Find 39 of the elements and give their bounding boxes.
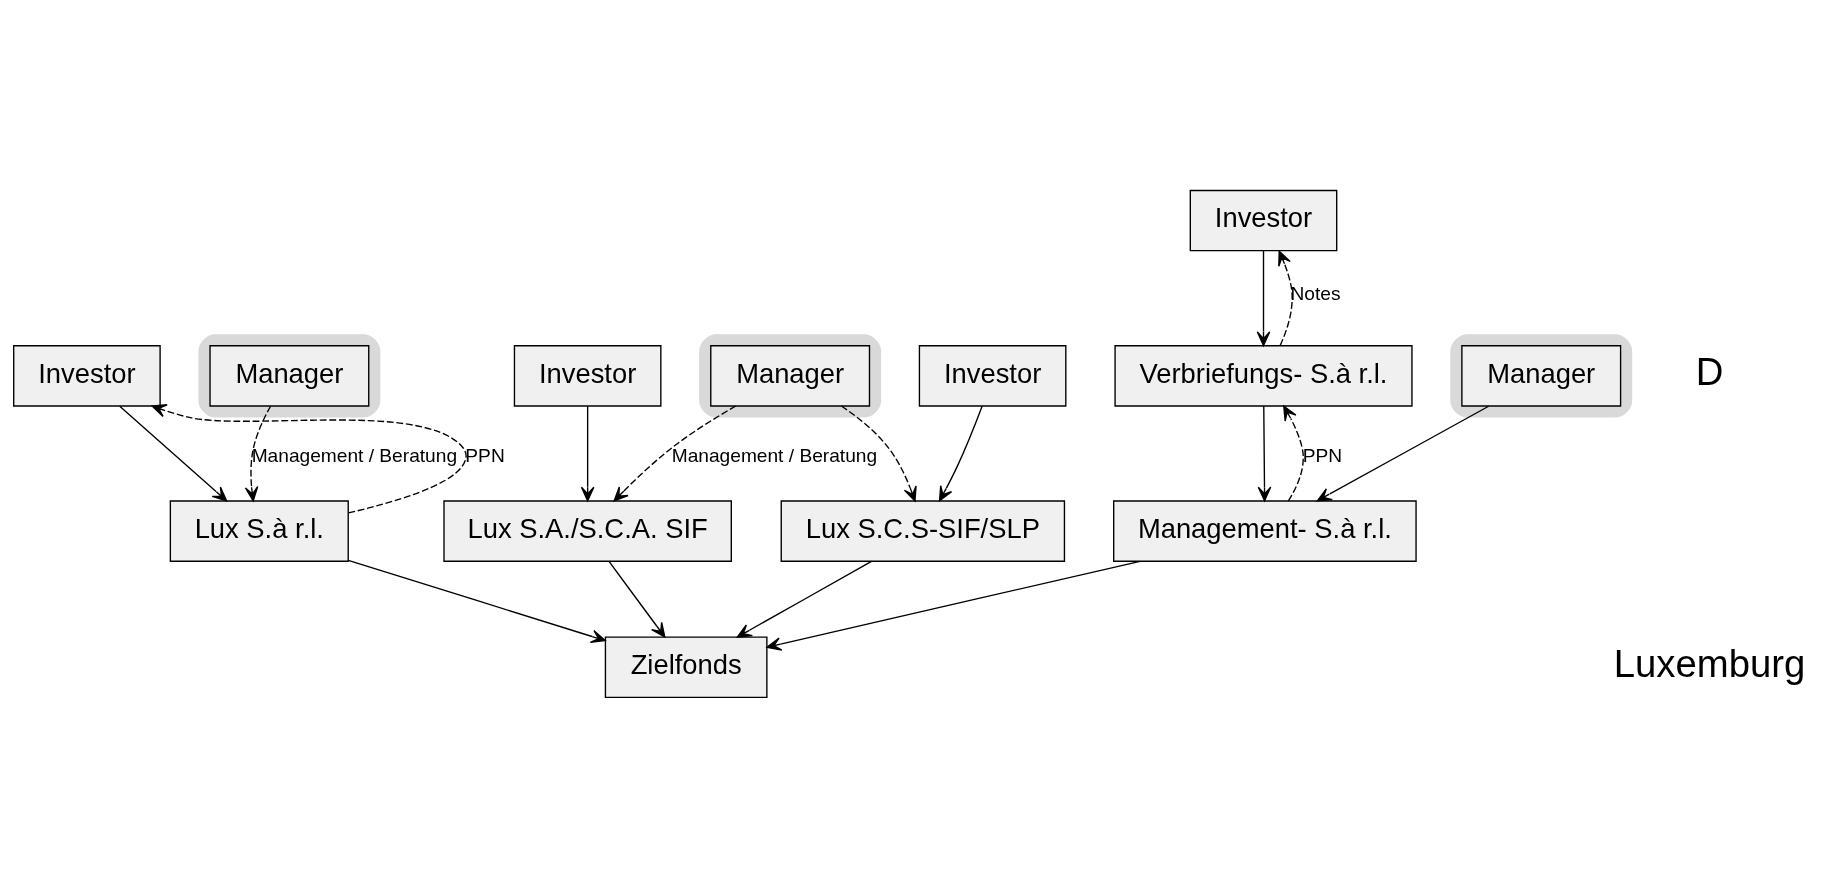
edge-label: Management / Beratung: [251, 444, 458, 466]
arrow: [766, 560, 1141, 651]
cluster: [198, 333, 381, 418]
node-box: Investor: [1189, 189, 1338, 251]
node-box: Manager: [209, 344, 370, 407]
arrow: [1283, 404, 1304, 502]
cluster: [1450, 333, 1633, 418]
edge-label: Management / Beratung: [671, 444, 878, 466]
arrow: [1316, 405, 1490, 501]
arrow: [938, 405, 983, 501]
arrow: [1257, 405, 1272, 501]
node-box: Investor: [513, 344, 662, 407]
edge-label: PPN: [465, 444, 505, 466]
node-box: Lux S.A./S.C.A. SIF: [443, 499, 732, 562]
label: Luxemburg: [1613, 641, 1806, 685]
arrow: [840, 404, 917, 502]
edge-label: PPN: [1302, 444, 1343, 466]
node-box: Zielfonds: [604, 636, 768, 698]
node-box: Investor: [918, 344, 1067, 407]
edge-label: Notes: [1290, 282, 1341, 304]
arrow: [580, 405, 595, 501]
arrow: [119, 405, 228, 501]
node-box: Lux S.à r.l.: [169, 499, 349, 562]
arrow: [736, 560, 873, 638]
arrow: [608, 560, 666, 638]
node-box: Manager: [710, 344, 871, 407]
node-box: Investor: [13, 344, 161, 407]
arrow: [244, 405, 272, 501]
node-box: Lux S.C.S-SIF/SLP: [780, 499, 1066, 562]
cluster: [699, 333, 882, 418]
arrow: [1278, 250, 1293, 346]
node-box: Verbriefungs- S.à r.l.: [1114, 344, 1413, 407]
arrow: [151, 403, 467, 514]
arrow: [1256, 249, 1271, 346]
node-box: Management- S.à r.l.: [1113, 499, 1417, 562]
node-box: Manager: [1461, 344, 1622, 407]
arrow: [613, 404, 737, 502]
arrow: [347, 559, 606, 643]
label: D: [1695, 349, 1724, 393]
